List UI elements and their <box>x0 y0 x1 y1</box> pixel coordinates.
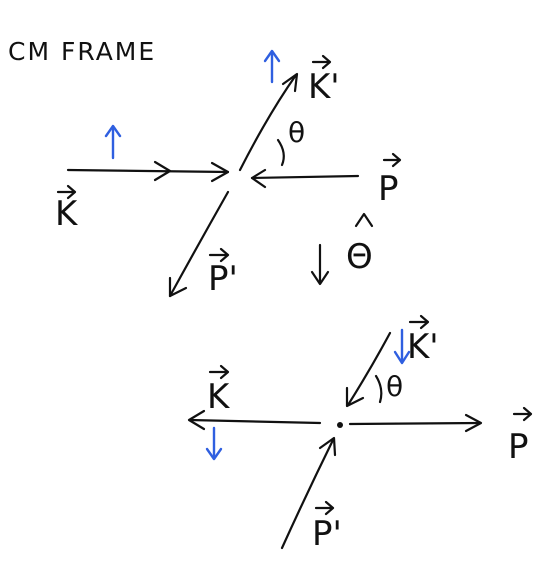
top-k-prime-spin-up-arrow <box>263 49 281 84</box>
top-scattering-diagram: K P K' θ <box>55 49 402 299</box>
bottom-p-label: P <box>508 406 533 467</box>
top-k-label: K <box>55 184 79 234</box>
svg-text:K: K <box>207 377 231 417</box>
top-angle-arc: θ <box>276 116 305 167</box>
diagram-title: CM FRAME <box>8 37 156 66</box>
top-theta-label: θ <box>288 116 305 149</box>
top-k-spin-up-arrow <box>104 124 122 160</box>
bottom-k-prime-arrow <box>345 331 392 408</box>
bottom-k-label: K <box>207 364 231 417</box>
bottom-k-prime-spin-down-arrow <box>393 328 411 365</box>
bottom-p-arrow <box>348 413 483 433</box>
top-p-label: P <box>378 152 402 209</box>
top-theta-hat-direction: Θ <box>310 212 374 286</box>
top-outgoing-p-prime-arrow <box>168 190 230 298</box>
svg-text:K: K <box>55 194 79 234</box>
bottom-angle-arc: θ <box>374 370 403 404</box>
top-incoming-p-arrow <box>250 168 360 189</box>
bottom-k-prime-label: K' <box>407 314 439 367</box>
bottom-scattering-diagram: K P K' <box>187 314 533 554</box>
top-incoming-k-arrow <box>66 160 230 183</box>
svg-text:P': P' <box>208 259 238 299</box>
bottom-k-spin-down-arrow <box>205 426 223 461</box>
svg-text:P': P' <box>312 514 342 554</box>
top-k-prime-label: K' <box>308 54 340 107</box>
svg-text:K': K' <box>407 327 439 367</box>
bottom-center-dot <box>337 422 343 428</box>
theta-hat-label: Θ <box>346 237 373 277</box>
bottom-k-arrow <box>187 409 322 431</box>
svg-text:K': K' <box>308 67 340 107</box>
svg-text:P: P <box>378 169 399 209</box>
bottom-p-prime-arrow <box>280 436 337 550</box>
bottom-theta-label: θ <box>386 370 403 403</box>
svg-text:P: P <box>508 427 529 467</box>
top-outgoing-k-prime-arrow <box>238 72 299 172</box>
top-p-prime-label: P' <box>208 247 238 299</box>
bottom-p-prime-label: P' <box>312 500 342 554</box>
